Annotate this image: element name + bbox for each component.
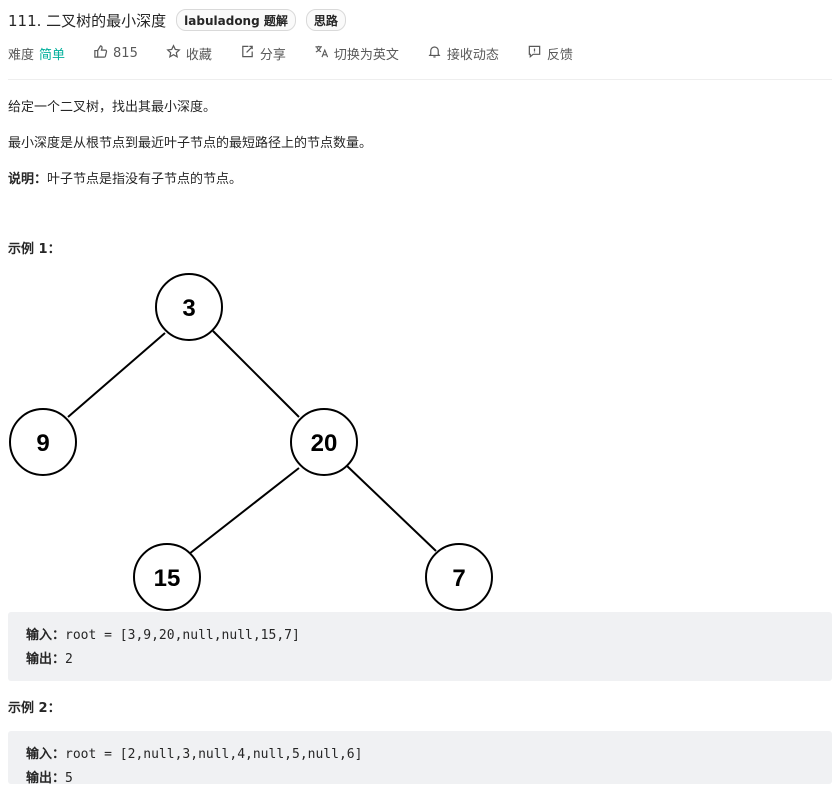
share-icon	[240, 44, 255, 63]
output-value: 2	[65, 652, 73, 667]
share-label: 分享	[259, 47, 286, 63]
output-label: 输出：	[26, 771, 66, 786]
tree-node-label: 9	[36, 430, 49, 457]
problem-meta-bar: 难度 简单 815 收藏 分享	[8, 43, 601, 63]
favorite-label: 收藏	[185, 47, 212, 63]
tree-node-circle	[155, 273, 223, 341]
tree-node-label: 20	[311, 430, 338, 457]
translate-label: 切换为英文	[333, 47, 399, 63]
example-2-code-block: 输入：root = [2,null,3,null,4,null,5,null,6…	[8, 731, 832, 786]
tree-node-label: 3	[182, 295, 195, 322]
like-count: 815	[113, 45, 138, 61]
example-2-output-line: 输出：5	[26, 767, 73, 786]
tree-node-label: 15	[154, 565, 181, 592]
input-label: 输入：	[26, 747, 66, 762]
tree-node-circle	[425, 543, 493, 611]
difficulty-info: 难度 简单	[8, 44, 65, 63]
output-value: 5	[65, 771, 73, 786]
tree-node-circle	[290, 408, 358, 476]
description-note: 说明：叶子节点是指没有子节点的节点。	[8, 168, 242, 187]
note-label: 说明：	[8, 172, 48, 187]
star-icon	[166, 43, 181, 63]
translate-icon	[314, 44, 329, 63]
example-1-output-line: 输出：2	[26, 648, 73, 667]
tree-edge-20-15	[188, 467, 300, 555]
example-1-label: 示例 1：	[8, 242, 61, 257]
like-button[interactable]: 815	[93, 44, 138, 63]
example-1-tree-diagram: 3 9 20 15 7	[9, 273, 493, 611]
tag-labuladong-solution[interactable]: labuladong 题解	[176, 9, 296, 31]
tree-node-circle	[9, 408, 77, 476]
notify-label: 接收动态	[446, 47, 499, 63]
feedback-label: 反馈	[546, 47, 573, 63]
example-1-input-line: 输入：root = [3,9,20,null,null,15,7]	[26, 624, 300, 643]
tree-edge-3-20	[212, 330, 300, 418]
example-2-input-line: 输入：root = [2,null,3,null,4,null,5,null,6…	[26, 743, 362, 762]
description-line-1: 给定一个二叉树，找出其最小深度。	[8, 100, 217, 115]
tree-node-circle	[133, 543, 201, 611]
difficulty-value: 简单	[39, 47, 66, 63]
problem-header: 111. 二叉树的最小深度 labuladong 题解 思路	[8, 8, 346, 32]
description-line-2: 最小深度是从根节点到最近叶子节点的最短路径上的节点数量。	[8, 136, 373, 151]
input-value: root = [2,null,3,null,4,null,5,null,6]	[65, 747, 363, 762]
header-divider	[8, 79, 832, 80]
example-2-label: 示例 2：	[8, 701, 61, 716]
tag-approach[interactable]: 思路	[305, 9, 346, 31]
difficulty-label: 难度	[8, 47, 35, 63]
problem-title: 111. 二叉树的最小深度	[8, 11, 167, 30]
tree-node-label: 7	[452, 565, 465, 592]
thumbs-up-icon	[93, 44, 108, 63]
feedback-icon	[527, 44, 542, 63]
translate-button[interactable]: 切换为英文	[314, 44, 399, 63]
favorite-button[interactable]: 收藏	[166, 43, 212, 63]
notify-button[interactable]: 接收动态	[427, 44, 499, 63]
input-label: 输入：	[26, 628, 66, 643]
note-text: 叶子节点是指没有子节点的节点。	[47, 172, 243, 187]
share-button[interactable]: 分享	[240, 44, 286, 63]
example-1-code-block: 输入：root = [3,9,20,null,null,15,7] 输出：2	[8, 612, 832, 681]
tree-edge-3-9	[67, 332, 166, 418]
bell-icon	[427, 44, 442, 63]
tree-edge-20-7	[345, 464, 437, 552]
input-value: root = [3,9,20,null,null,15,7]	[65, 628, 300, 643]
output-label: 输出：	[26, 652, 66, 667]
feedback-button[interactable]: 反馈	[527, 44, 573, 63]
